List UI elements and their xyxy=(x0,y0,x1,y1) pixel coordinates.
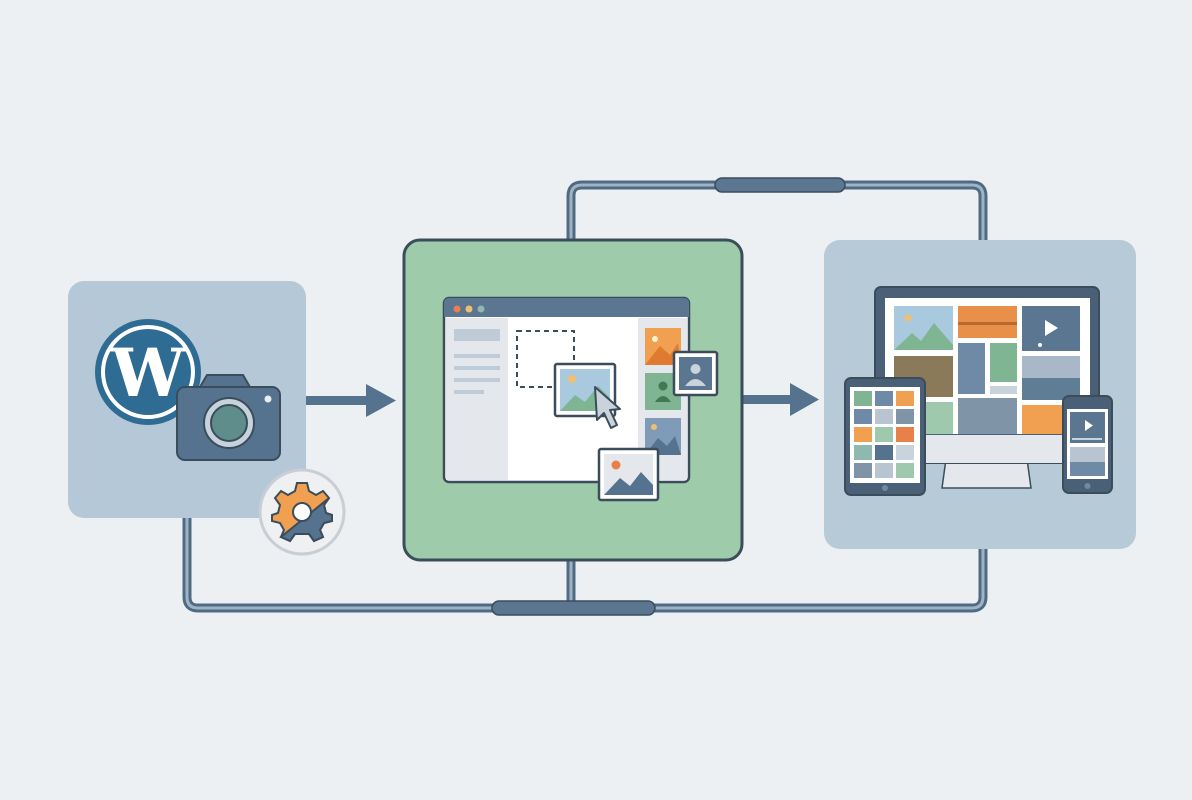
camera-icon xyxy=(176,374,281,461)
tablet-tile xyxy=(896,409,914,424)
video-thumbnail[interactable] xyxy=(1022,306,1080,351)
tablet-tile xyxy=(896,391,914,406)
tablet-tile xyxy=(875,463,893,478)
pipe-top xyxy=(566,177,988,240)
tablet-tile xyxy=(854,427,872,442)
play-icon xyxy=(1045,320,1058,336)
gear-icon xyxy=(271,482,333,543)
thumbnail-green-user[interactable] xyxy=(645,373,681,410)
pipe-connector-bottom xyxy=(491,600,656,616)
tablet-tile xyxy=(854,391,872,406)
sidebar xyxy=(446,318,508,480)
window-close-dot xyxy=(453,305,461,313)
arrow-source-to-editor xyxy=(306,384,396,417)
user-icon[interactable] xyxy=(672,350,719,397)
tablet-icon xyxy=(844,377,926,496)
tablet-tile xyxy=(875,427,893,442)
floating-image-icon[interactable] xyxy=(597,447,660,502)
play-icon xyxy=(1085,420,1093,431)
wordpress-logo-letter: W xyxy=(110,334,186,412)
pipe-connector-top xyxy=(714,177,846,193)
tablet-tile xyxy=(854,445,872,460)
gear-badge[interactable] xyxy=(258,468,346,556)
tablet-tile xyxy=(854,409,872,424)
tablet-tile xyxy=(875,409,893,424)
arrow-editor-to-output xyxy=(742,383,819,416)
tablet-tile xyxy=(896,427,914,442)
editor-node xyxy=(402,238,744,562)
tablet-tile xyxy=(896,445,914,460)
phone-icon xyxy=(1062,395,1113,494)
window-max-dot xyxy=(477,305,485,313)
tablet-tile xyxy=(875,391,893,406)
tablet-tile xyxy=(875,445,893,460)
tablet-tile xyxy=(896,463,914,478)
wordpress-logo: W xyxy=(95,319,201,425)
source-node: W xyxy=(68,281,346,556)
tablet-tile xyxy=(854,463,872,478)
cursor-icon xyxy=(594,386,621,429)
window-min-dot xyxy=(465,305,473,313)
drop-zone xyxy=(516,330,575,388)
pipe-bottom xyxy=(182,518,988,616)
output-node xyxy=(824,240,1136,549)
